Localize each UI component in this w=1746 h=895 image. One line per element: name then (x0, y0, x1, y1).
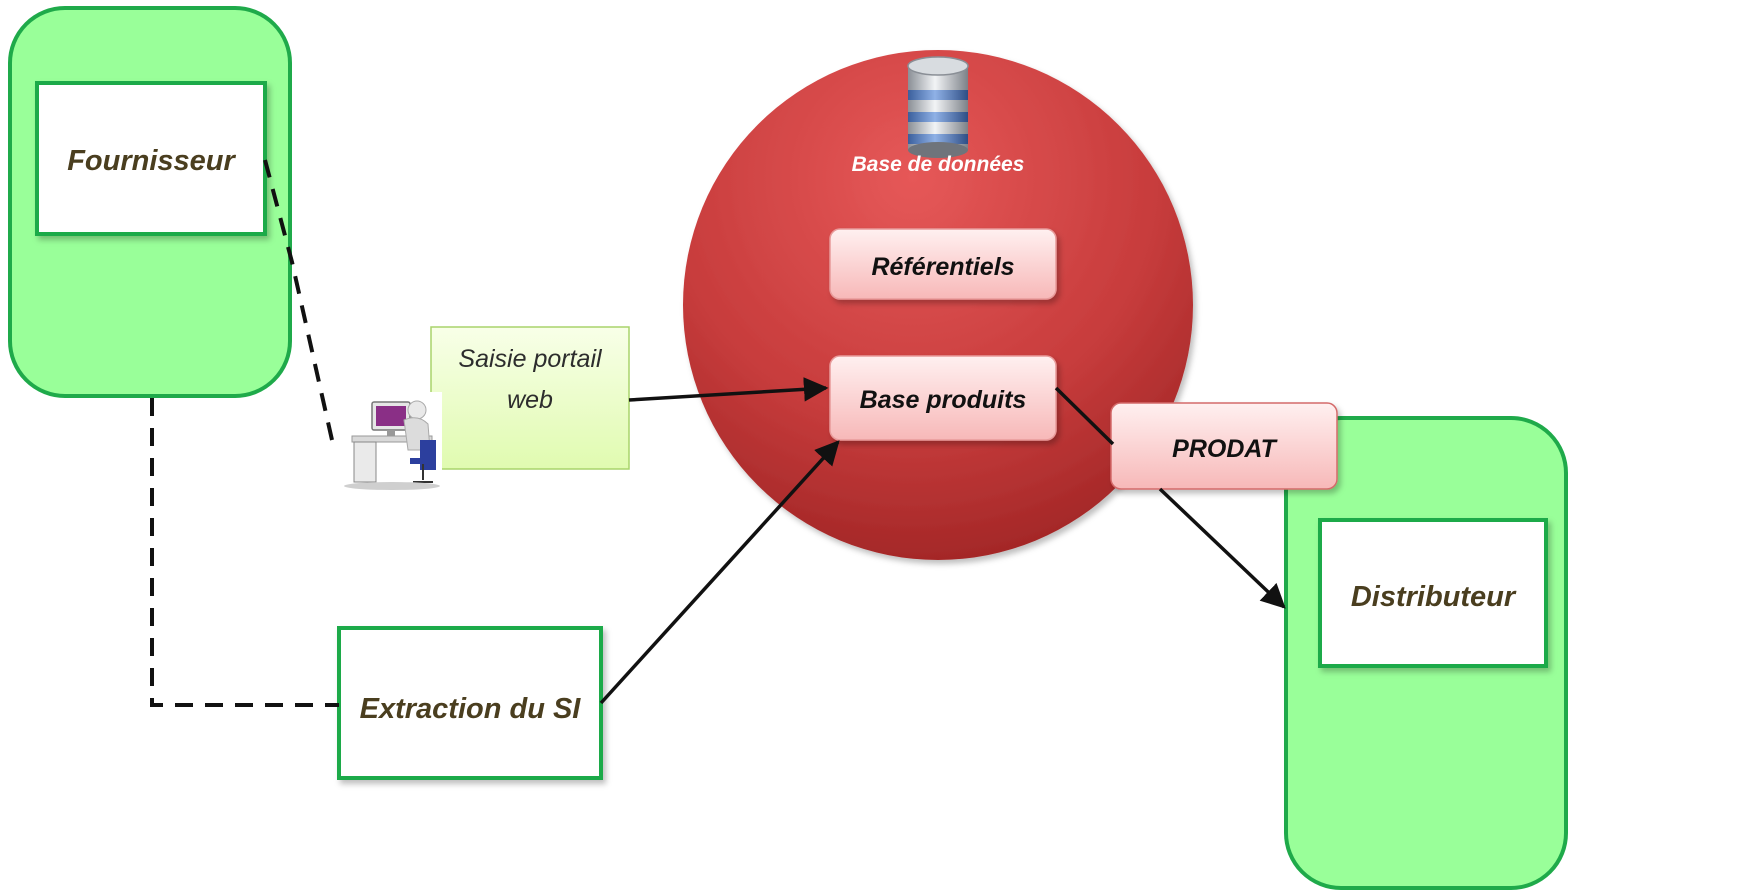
fournisseur-label: Fournisseur (67, 145, 236, 177)
referentiels-label: Référentiels (871, 253, 1014, 281)
connector-base-produits-to-prodat (1054, 386, 1115, 446)
arrow-prodat-to-distributeur (1158, 487, 1286, 609)
distributeur-label: Distributeur (1351, 581, 1517, 613)
user-at-computer-icon (332, 392, 442, 490)
dashed-connector-fournisseur-extraction (150, 398, 339, 707)
distributeur-box[interactable] (1318, 518, 1548, 668)
database-circle (683, 50, 1193, 560)
extraction-label: Extraction du SI (360, 693, 582, 725)
prodat-box[interactable] (1110, 402, 1338, 490)
database-label: Base de données (852, 153, 1025, 176)
base-produits-box[interactable] (829, 355, 1057, 441)
saisie-portail-label-line1: Saisie portail (458, 345, 603, 373)
base-produits-label: Base produits (860, 386, 1027, 414)
arrow-extraction-to-base-produits (599, 440, 840, 705)
referentiels-box[interactable] (829, 228, 1057, 300)
fournisseur-box[interactable] (35, 81, 267, 236)
arrow-saisie-to-base-produits (628, 377, 829, 402)
saisie-portail-label-line2: web (507, 386, 553, 414)
dashed-connector-fournisseur-user (263, 159, 334, 441)
prodat-label: PRODAT (1172, 435, 1278, 463)
database-icon (907, 56, 969, 158)
